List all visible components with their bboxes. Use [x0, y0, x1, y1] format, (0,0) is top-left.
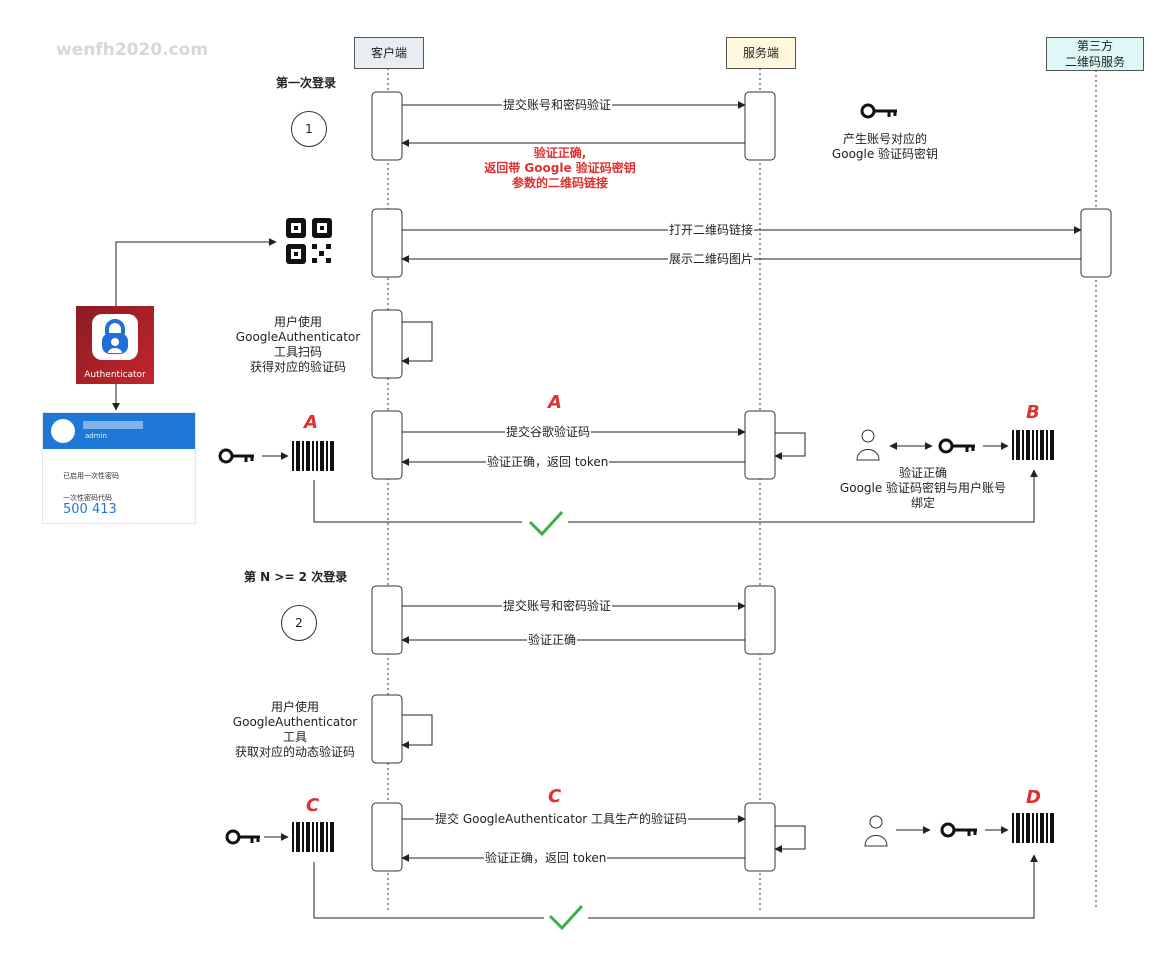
activation-client-5 [371, 585, 403, 655]
lane-third-party: 第三方二维码服务 [1046, 37, 1144, 71]
activation-server-2 [744, 410, 776, 480]
step-circle-2: 2 [281, 605, 317, 641]
activation-server-3 [744, 585, 776, 655]
key-icon [940, 822, 977, 838]
activation-third-1 [1080, 208, 1112, 278]
phone-user: admin [85, 432, 107, 440]
watermark: wenfh2020.com [56, 40, 209, 60]
msg-submit-app-code: 提交 GoogleAuthenticator 工具生产的验证码 [434, 812, 689, 826]
activation-client-7 [371, 802, 403, 872]
msg-verified: 验证正确 [527, 633, 578, 647]
msg-submit-credentials: 提交账号和密码验证 [502, 98, 613, 112]
section1-title: 第一次登录 [276, 76, 337, 90]
activation-client-6 [371, 694, 403, 764]
marker-c-left: C [306, 795, 320, 816]
key-icon [218, 448, 254, 464]
activation-client-1 [371, 91, 403, 161]
section2-title: 第 N >= 2 次登录 [244, 570, 348, 584]
lane-client: 客户端 [354, 37, 424, 69]
key-icon [860, 103, 897, 119]
barcode-icon [292, 822, 334, 852]
phone-row1: 已启用一次性密码 [63, 472, 119, 480]
marker-a-center: A [548, 392, 562, 413]
user-icon [856, 429, 880, 461]
user-icon [864, 815, 888, 847]
authenticator-screenshot: admin 已启用一次性密码 一次性密码代码 500 413 [42, 412, 196, 524]
marker-b: B [1026, 402, 1040, 423]
activation-server-4 [744, 802, 776, 872]
activation-client-3 [371, 309, 403, 379]
avatar [51, 419, 75, 443]
phone-code: 500 413 [63, 502, 117, 517]
key-icon [225, 829, 260, 845]
msg-verified-qr-link: 验证正确,返回带 Google 验证码密钥参数的二维码链接 [484, 146, 636, 190]
barcode-icon [1012, 813, 1054, 843]
app-name: Authenticator [84, 370, 146, 380]
check-icon [528, 510, 564, 537]
msg-submit-credentials-2: 提交账号和密码验证 [502, 599, 613, 613]
msg-show-qr: 展示二维码图片 [668, 252, 755, 266]
activation-server-1 [744, 91, 776, 161]
key-icon [938, 438, 975, 454]
barcode-icon [1012, 430, 1054, 460]
activation-client-2 [371, 208, 403, 278]
authenticator-app-icon: Authenticator [76, 306, 154, 384]
msg-token-1: 验证正确，返回 token [486, 455, 610, 469]
msg-open-qr: 打开二维码链接 [668, 223, 755, 237]
activation-client-4 [371, 410, 403, 480]
marker-c-center: C [548, 786, 562, 807]
step-circle-1: 1 [291, 111, 327, 147]
lane-server: 服务端 [726, 37, 796, 69]
qr-code-icon [286, 218, 332, 264]
phone-row2: 一次性密码代码 [63, 494, 112, 502]
msg-submit-code: 提交谷歌验证码 [505, 425, 592, 439]
msg-token-2: 验证正确，返回 token [484, 851, 608, 865]
check-icon [548, 904, 584, 931]
barcode-icon [292, 441, 334, 471]
marker-a-left: A [304, 412, 318, 433]
marker-d: D [1026, 787, 1041, 808]
